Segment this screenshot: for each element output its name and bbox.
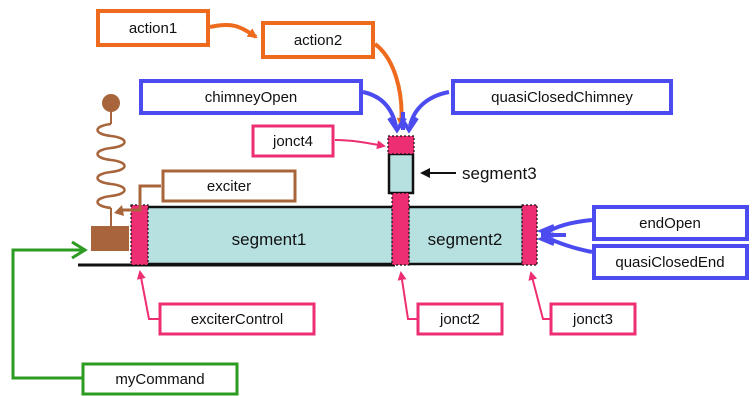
chimney-boundary-arrows bbox=[362, 90, 450, 134]
action2-to-chimney-arrow bbox=[373, 42, 407, 128]
chimneyopen-box[interactable] bbox=[139, 79, 363, 115]
mycommand-arrow bbox=[11, 240, 88, 380]
quasiclosedend-label: quasiClosedEnd bbox=[615, 254, 724, 271]
quasiclosedend-box[interactable] bbox=[592, 244, 749, 280]
junction-jonct3 bbox=[521, 204, 538, 266]
action1-to-action2-arrow bbox=[209, 22, 258, 39]
jonct2-box[interactable] bbox=[416, 302, 504, 336]
end-boundary-arrows bbox=[536, 218, 593, 254]
exciter-pointer bbox=[120, 184, 161, 212]
exciter-label: exciter bbox=[207, 178, 251, 195]
excitercontrol-box[interactable] bbox=[158, 302, 316, 336]
exciter-pointer-head bbox=[114, 205, 124, 216]
mycommand-label: myCommand bbox=[115, 371, 204, 388]
excitercontrol-label: exciterControl bbox=[191, 311, 284, 328]
endopen-label: endOpen bbox=[639, 215, 701, 232]
jonct3-pointer bbox=[528, 271, 551, 320]
segment1-body bbox=[144, 205, 395, 266]
jonct4-label: jonct4 bbox=[272, 133, 313, 150]
jonct4-pointer bbox=[334, 139, 386, 150]
chimneyopen-label: chimneyOpen bbox=[205, 89, 298, 106]
action2-label: action2 bbox=[294, 32, 342, 49]
jonct3-label: jonct3 bbox=[572, 311, 613, 328]
segment3-label: segment3 bbox=[462, 164, 537, 183]
quasiclosedchimney-label: quasiClosedChimney bbox=[491, 89, 633, 106]
segment3-body bbox=[387, 152, 415, 195]
exciter-block bbox=[91, 226, 129, 251]
jonct2-label: jonct2 bbox=[439, 311, 480, 328]
excitercontrol-pointer bbox=[136, 270, 160, 320]
exciter-spring-icon bbox=[96, 94, 126, 226]
jonct2-pointer bbox=[397, 271, 418, 320]
segment1-label: segment1 bbox=[232, 230, 307, 249]
jonct4-box[interactable] bbox=[251, 124, 335, 158]
endopen-box[interactable] bbox=[592, 205, 749, 241]
action1-box[interactable] bbox=[96, 9, 210, 47]
junction-jonct2 bbox=[391, 192, 410, 266]
quasiclosedchimney-box[interactable] bbox=[451, 79, 673, 115]
segment2-label: segment2 bbox=[428, 230, 503, 249]
exciter-box[interactable] bbox=[161, 169, 297, 203]
junction-excitercontrol bbox=[130, 204, 149, 266]
action2-box[interactable] bbox=[261, 21, 375, 59]
junction-jonct4 bbox=[387, 135, 415, 155]
action1-label: action1 bbox=[129, 20, 177, 37]
